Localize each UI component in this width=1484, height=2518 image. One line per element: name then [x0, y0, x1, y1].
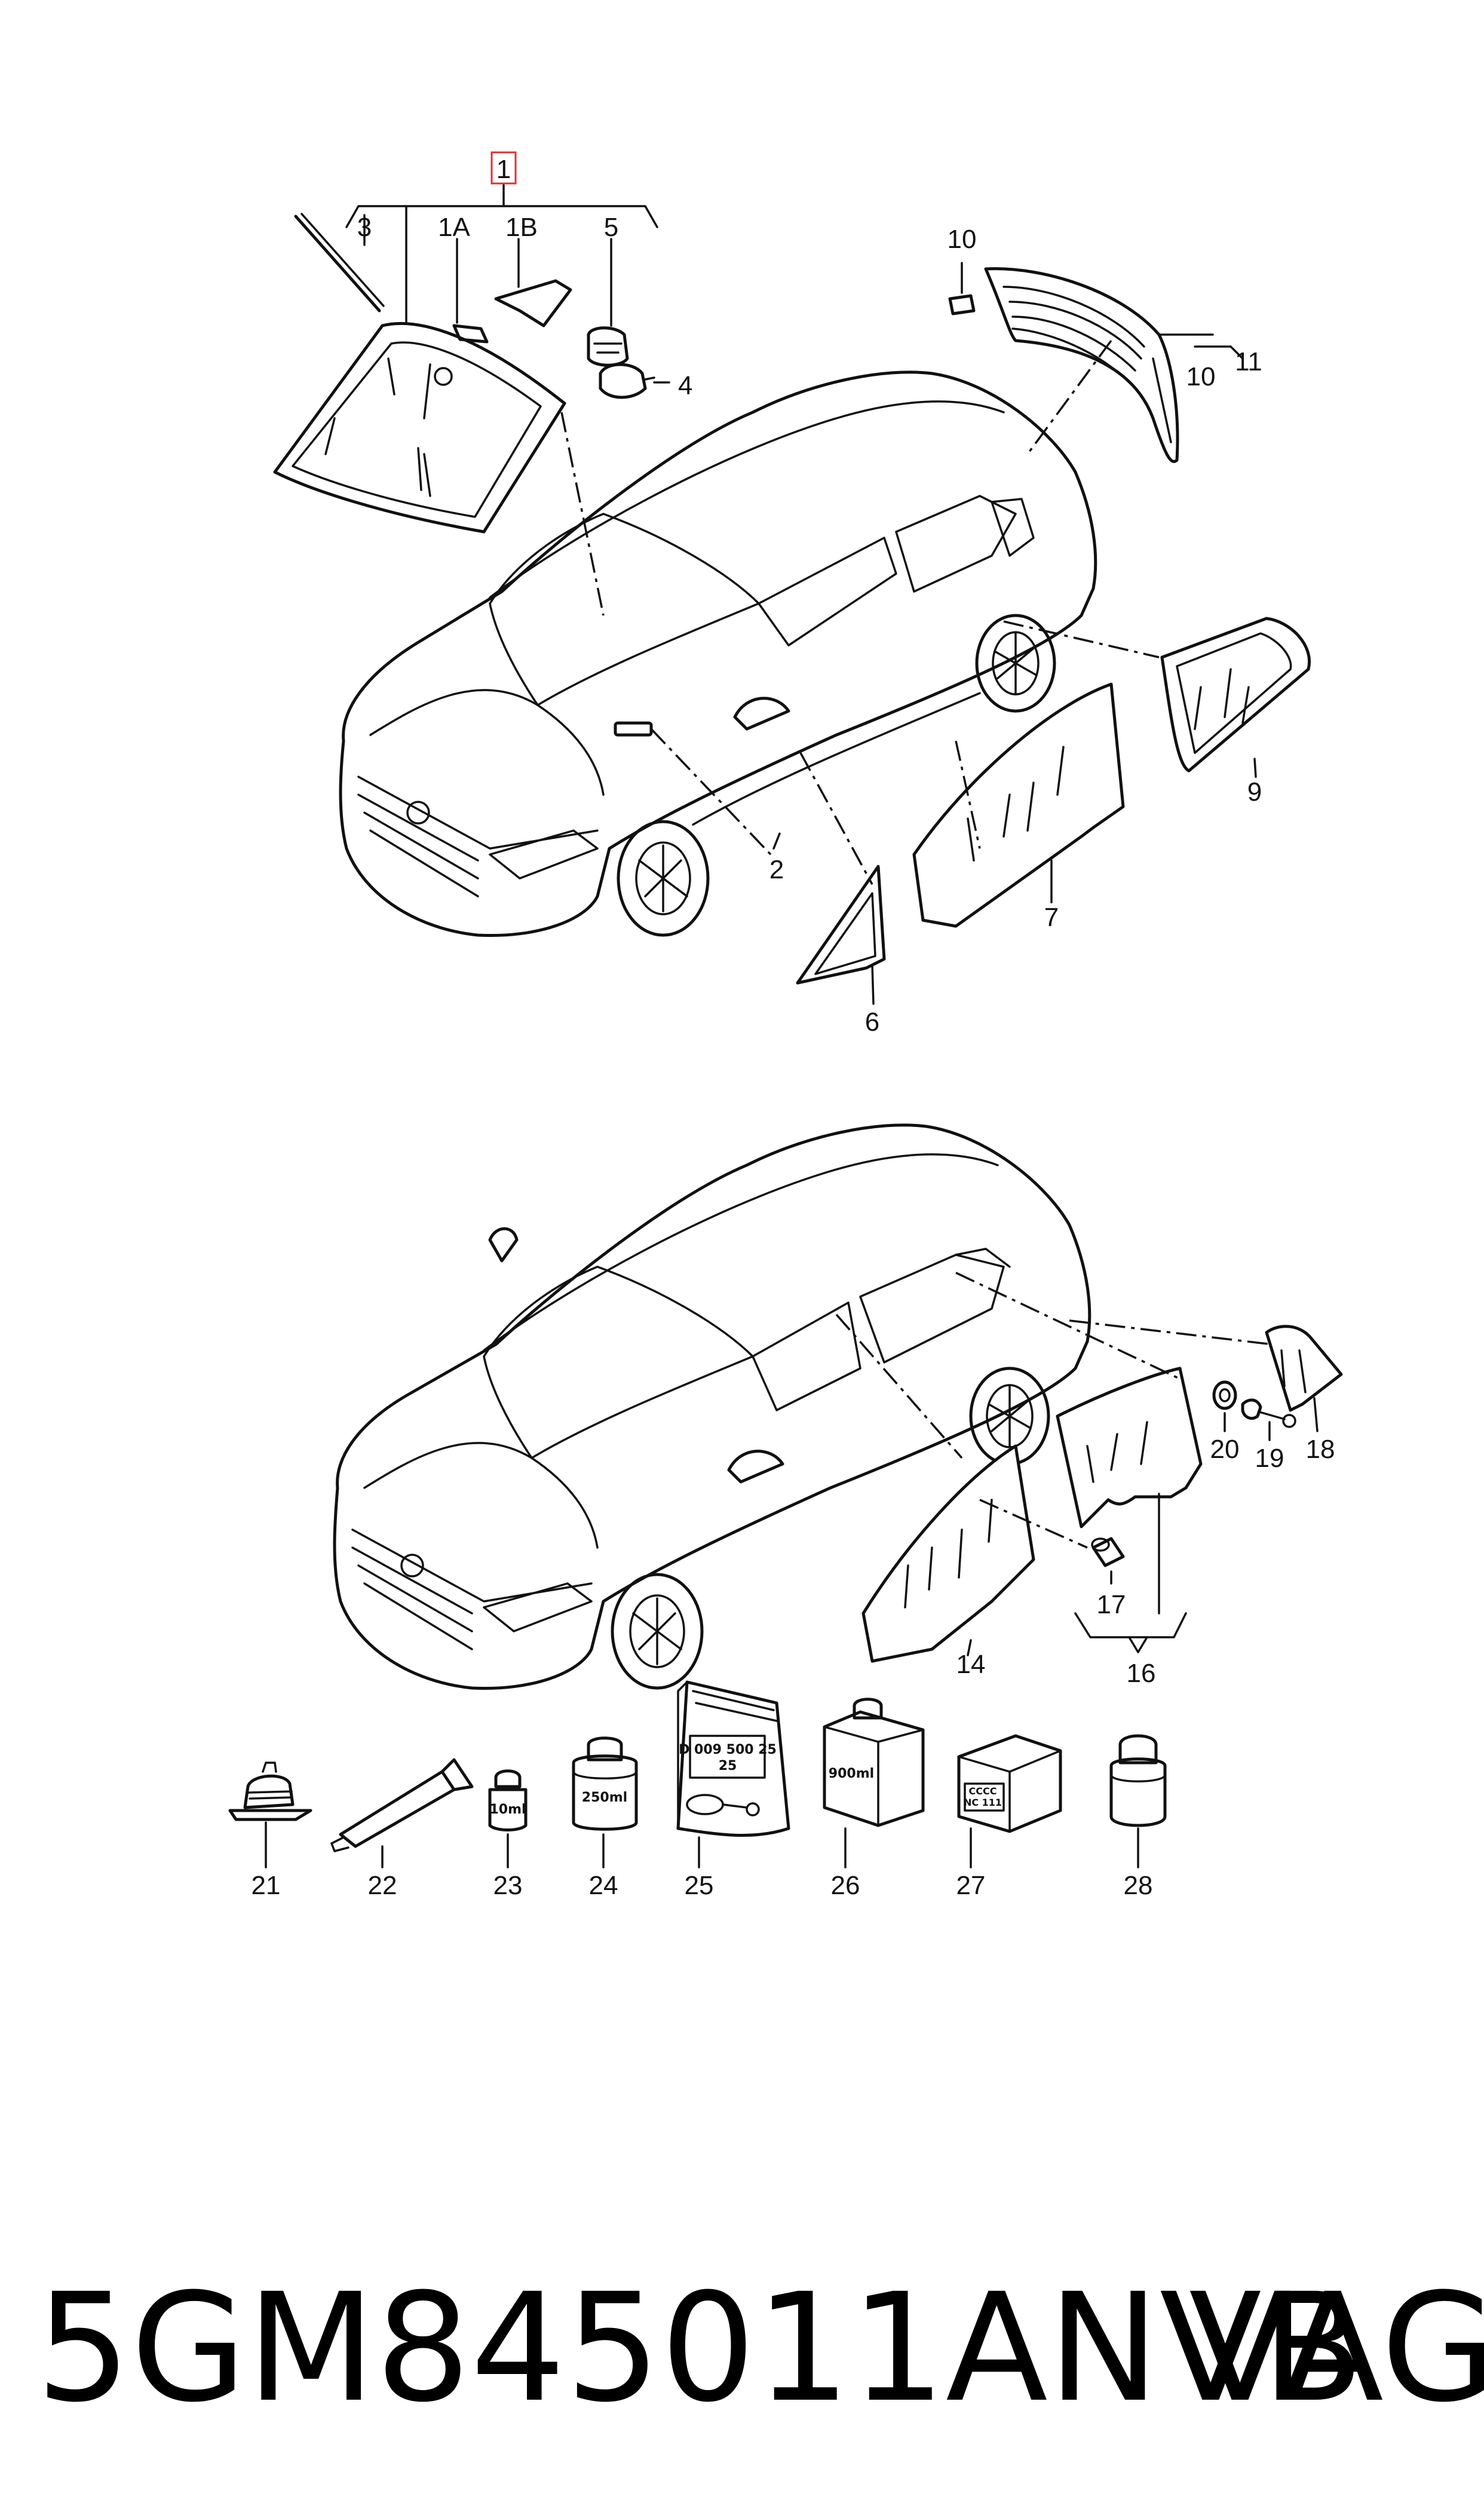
- pad-part-1A: [452, 324, 489, 344]
- can-250ml-label: 250ml: [582, 1790, 627, 1805]
- callout-2: 2: [769, 855, 784, 884]
- bottle-10ml-part-23: 10ml: [488, 1769, 528, 1831]
- callout-21: 21: [252, 1871, 281, 1900]
- nozzle-part-21: [228, 1762, 312, 1821]
- callout-26: 26: [831, 1871, 860, 1900]
- jar-part-28: [1109, 1734, 1167, 1827]
- part-number: 5GM845011ANVB: [36, 2261, 1365, 2435]
- callout-24: 24: [589, 1871, 618, 1900]
- sensor-cover-part-4: [599, 363, 655, 399]
- bottom-car-illustration: [333, 1123, 1091, 1690]
- windscreen-part-1: [273, 321, 566, 534]
- callout-20: 20: [1210, 1435, 1240, 1464]
- callout-6: 6: [865, 1007, 879, 1037]
- callout-1A: 1A: [438, 213, 470, 242]
- callout-19: 19: [1255, 1444, 1284, 1473]
- callout-9: 9: [1247, 777, 1262, 807]
- adhesive-tube-part-22: [330, 1758, 474, 1852]
- rear-quarter-window-part-9: [1160, 617, 1311, 773]
- sachet-part-25: D 009 500 25 25: [676, 1680, 790, 1837]
- sachet-label-code: D 009 500 25: [679, 1742, 777, 1757]
- screw-part-19: [1241, 1398, 1296, 1428]
- clip-part-10-top: [948, 294, 976, 315]
- rear-door-window-part-16: [1056, 1367, 1203, 1528]
- rain-sensor-part-5: [587, 326, 629, 367]
- footer-caption: 5GM845011ANVB VAG: [0, 2259, 1484, 2438]
- callout-28: 28: [1124, 1871, 1153, 1900]
- callout-27: 27: [956, 1871, 986, 1900]
- callout-10-right: 10: [1186, 362, 1216, 391]
- brand-name: VAG: [1189, 2261, 1484, 2435]
- callout-1: 1: [496, 155, 511, 184]
- box-label-bottom: NC 111: [964, 1797, 1002, 1808]
- callout-3: 3: [357, 213, 372, 242]
- callout-4: 4: [678, 371, 692, 400]
- callout-11: 11: [1235, 347, 1262, 376]
- guide-pin-part-17: [1091, 1537, 1125, 1567]
- seal-strip-part-3: [294, 215, 381, 313]
- rear-quarter-window-part-18: [1265, 1325, 1343, 1412]
- rear-window-part-11: [984, 267, 1179, 463]
- front-door-window-part-14: [861, 1444, 1035, 1663]
- top-car-illustration: [339, 370, 1097, 938]
- callout-23: 23: [493, 1871, 523, 1900]
- box-part-27: CCCC NC 111: [957, 1734, 1062, 1833]
- container-900ml-part-26: 900ml: [823, 1698, 925, 1827]
- callout-1B: 1B: [505, 213, 538, 242]
- front-door-window-part-7: [912, 682, 1125, 928]
- callout-17: 17: [1097, 1590, 1126, 1619]
- callout-7: 7: [1044, 903, 1059, 932]
- callout-5: 5: [604, 213, 618, 242]
- sachet-label-qty: 25: [719, 1759, 737, 1773]
- callout-14: 14: [956, 1650, 986, 1679]
- washer-part-20: [1212, 1380, 1237, 1410]
- callout-10-top: 10: [948, 225, 977, 254]
- exploded-view-drawing: 1 3 1A 1B 5 4 10 10 11 2 6 7 9: [228, 151, 1343, 1900]
- container-900ml-label: 900ml: [829, 1766, 874, 1781]
- callout-22: 22: [368, 1871, 397, 1900]
- bracket-part-1B: [494, 279, 572, 327]
- bottle-10ml-label: 10ml: [489, 1802, 526, 1817]
- callout-25: 25: [685, 1871, 714, 1900]
- can-250ml-part-24: 250ml: [572, 1736, 638, 1831]
- quarter-glass-part-6: [796, 865, 886, 985]
- box-label-top: CCCC: [969, 1785, 997, 1797]
- callout-16: 16: [1127, 1659, 1156, 1688]
- callout-18: 18: [1306, 1435, 1335, 1464]
